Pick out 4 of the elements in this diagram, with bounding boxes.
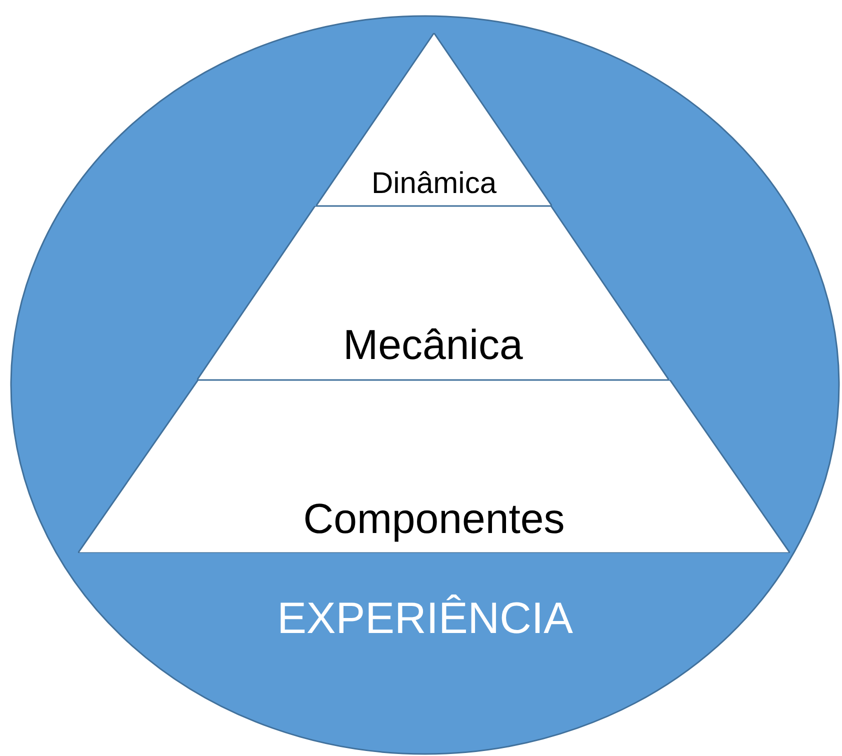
level-label: EXPERIÊNCIA: [277, 597, 573, 641]
level-label: Mecânica: [343, 324, 523, 366]
level-label: Dinâmica: [371, 169, 497, 199]
level-label: Componentes: [303, 498, 565, 540]
